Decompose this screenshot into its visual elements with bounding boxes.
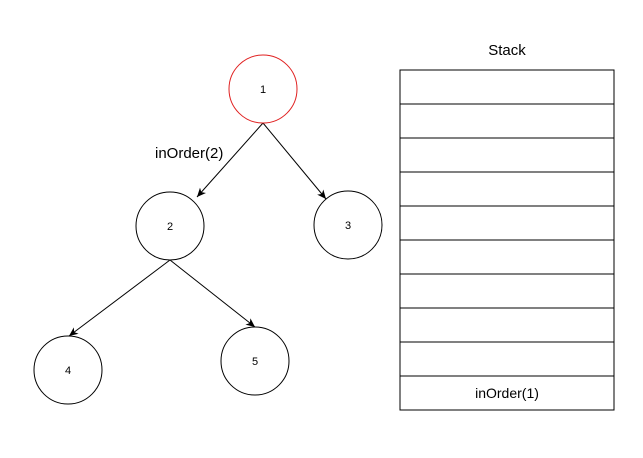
edge-2-4 — [68, 259, 171, 337]
node-label: 4 — [65, 365, 71, 377]
tree-node-5: 5 — [220, 326, 290, 396]
node-label: 1 — [260, 84, 266, 96]
edge-2-5 — [169, 259, 256, 328]
node-circle — [135, 191, 205, 261]
tree-edges — [68, 122, 327, 337]
stack-item-bottom: inOrder(1) — [475, 385, 539, 401]
tree-node-3: 3 — [313, 190, 383, 260]
call-stack: Stack inOrder(1) — [399, 42, 615, 411]
node-circle-highlighted — [228, 54, 298, 124]
tree-node-1: 1 — [228, 54, 298, 124]
node-circle — [220, 326, 290, 396]
node-label: 2 — [167, 221, 173, 233]
node-label: 3 — [345, 220, 351, 232]
edge-1-2 — [196, 122, 264, 198]
edge-1-3 — [262, 122, 327, 200]
tree-node-2: 2 — [135, 191, 205, 261]
node-circle — [313, 190, 383, 260]
node-label: 5 — [252, 356, 258, 368]
node-circle — [33, 335, 103, 405]
tree-node-4: 4 — [33, 335, 103, 405]
call-annotation: inOrder(2) — [155, 145, 223, 162]
stack-title: Stack — [488, 42, 526, 59]
